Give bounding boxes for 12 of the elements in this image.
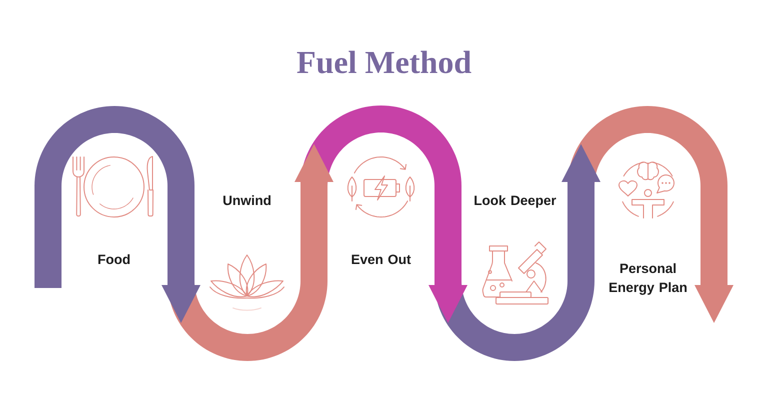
node-label: Energy Plan (610, 282, 687, 295)
arrow (562, 144, 600, 193)
title: Fuel Method (297, 50, 472, 74)
arrow (694, 279, 734, 323)
curved-band: Food (34, 106, 194, 270)
arrow (294, 144, 334, 193)
curved-band: Unwind (168, 192, 328, 361)
curved-band: Look Deeper (434, 192, 594, 361)
curved-band: Even Out (300, 106, 462, 270)
arrow (162, 269, 200, 323)
arrow (428, 269, 468, 323)
band-segment (34, 185, 62, 288)
